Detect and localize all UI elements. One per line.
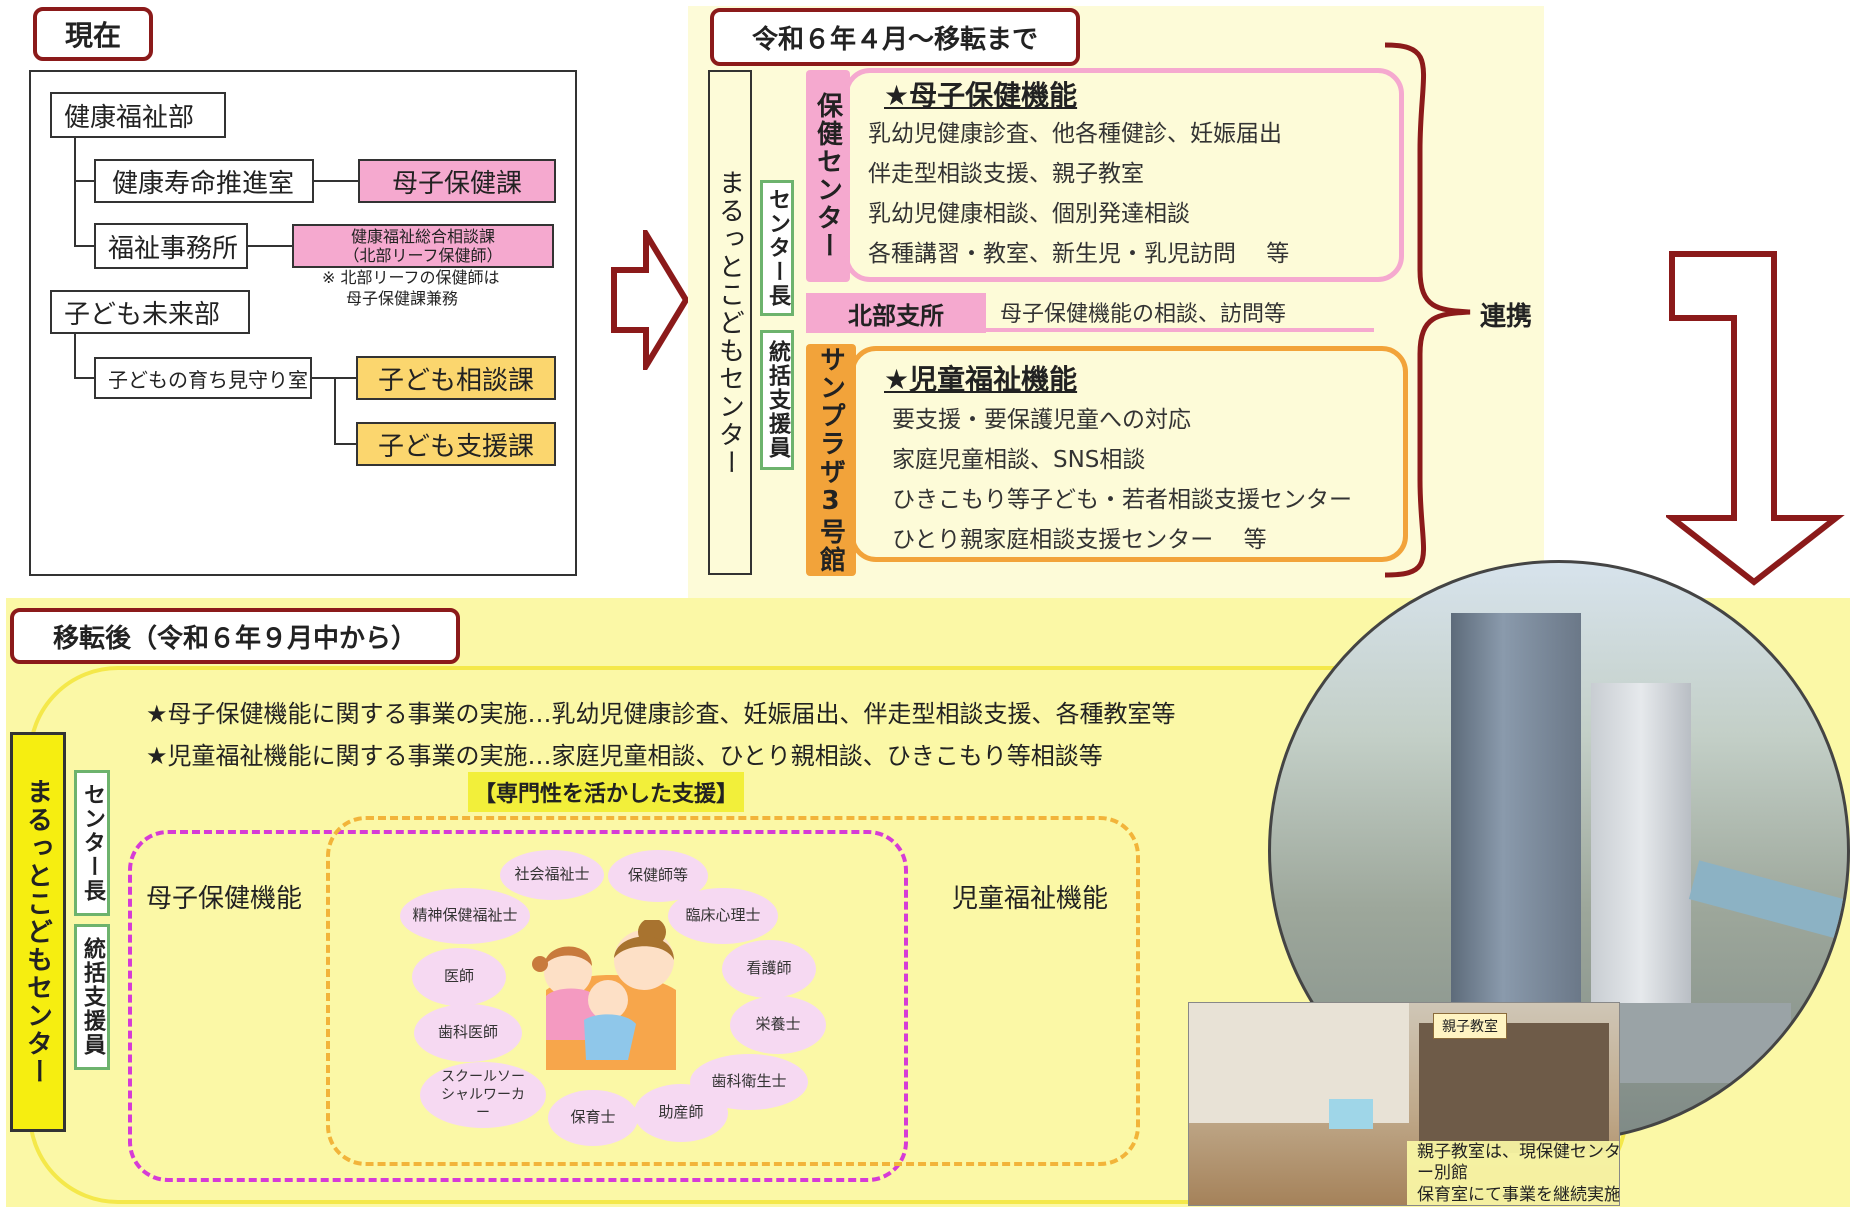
north-branch-desc: 母子保健機能の相談、訪問等 [1000,302,1287,327]
sunplaza-label: サンプラザ3号館 [806,344,856,576]
classroom-doorway [1419,1023,1609,1153]
interim-maternal-heading: ★母子保健機能 [884,79,1078,112]
note-line2: 母子保健課兼務 [346,288,459,308]
dept-health-welfare: 健康福祉部 [50,92,226,138]
cooperation-label: 連携 [1480,302,1533,332]
interim-director: センター長 [760,180,794,316]
connector [334,377,336,443]
child-item-4: ひとり親家庭相談支援センター 等 [892,527,1267,553]
dept-children-future: 子ども未来部 [50,290,250,334]
office-child-watch: 子どもの育ち見守り室 [94,357,312,399]
maternal-frame [844,68,1404,282]
after-director: センター長 [74,770,110,916]
after-line1: ★母子保健機能に関する事業の実施…乳幼児健康診査、妊娠届出、伴走型相談支援、各種… [146,700,1176,728]
office-welfare: 福祉事務所 [94,223,248,269]
connector [74,330,76,378]
connector [74,245,94,247]
after-coordinator: 統括支援員 [74,924,110,1070]
connector [74,377,94,379]
child-dashed-frame [326,816,1140,1166]
interim-center-name: まるっとこどもセンター [708,70,752,575]
profession-bubble: 保育士 [548,1090,638,1146]
interim-coordinator: 統括支援員 [760,330,794,470]
building-tower-second [1591,683,1691,1023]
room-sign: 親子教室 [1433,1013,1507,1039]
after-child-label: 児童福祉機能 [952,884,1109,914]
maternal-item-2: 伴走型相談支援、親子教室 [868,161,1144,187]
connector [334,443,356,445]
child-frame [850,346,1408,562]
profession-bubble: 歯科医師 [414,1004,522,1062]
profession-bubble: 助産師 [634,1084,728,1142]
div-general-consultation: 健康福祉総合相談課 （北部リーフ保健師） [292,224,554,268]
maternal-item-3: 乳幼児健康相談、個別発達相談 [868,201,1190,227]
current-note: ※ 北部リーフの保健師は 母子保健課兼務 [322,268,500,310]
classroom-photo: 親子教室 親子教室は、現保健センター別館 保育室にて事業を継続実施 [1188,1002,1620,1206]
after-line2: ★児童福祉機能に関する事業の実施…家庭児童相談、ひとり親相談、ひきこもり等相談等 [146,742,1103,770]
maternal-dashed-frame [128,830,908,1182]
down-arrow-icon [1666,251,1845,586]
maternal-item-4: 各種講習・教室、新生児・乳児訪問 等 [868,241,1290,267]
child-item-1: 要支援・要保護児童への対応 [892,407,1191,433]
brace-icon [1384,42,1471,578]
profession-bubble: 看護師 [722,940,816,998]
profession-bubble: スクールソーシャルワーカー [420,1062,546,1128]
classroom-wall [1189,1003,1409,1123]
caption-line2: 保育室にて事業を継続実施 [1417,1184,1620,1205]
after-maternal-label: 母子保健機能 [146,884,303,914]
profession-bubble: 臨床心理士 [668,888,778,944]
caption-line1: 親子教室は、現保健センター別館 [1417,1142,1620,1184]
play-mat [1329,1099,1373,1129]
note-line1: ※ 北部リーフの保健師は [322,268,500,287]
current-title: 現在 [33,7,153,61]
parent-child-illustration [532,920,676,1070]
north-branch-underline [986,328,1374,332]
interim-title: 令和６年４月～移転まで [710,8,1080,66]
photo-caption: 親子教室は、現保健センター別館 保育室にて事業を継続実施 [1407,1141,1620,1205]
div-child-consultation: 子ども相談課 [356,356,556,400]
connector [74,134,76,246]
profession-bubble: 医師 [412,948,506,1006]
connector [314,180,358,182]
right-arrow-icon [611,230,690,370]
maternal-item-1: 乳幼児健康診査、他各種健診、妊娠届出 [868,121,1282,147]
interim-child-heading: ★児童福祉機能 [884,363,1078,396]
health-center-label: 保健センター [806,70,850,282]
river [1688,860,1847,946]
child-item-2: 家庭児童相談、SNS相談 [892,447,1146,473]
office-healthy-life: 健康寿命推進室 [94,159,314,203]
child-item-3: ひきこもり等子ども・若者相談支援センター [892,487,1352,513]
div-maternal-health: 母子保健課 [358,159,556,203]
profession-bubble: 社会福祉士 [500,850,604,900]
after-center-name: まるっとこどもセンター [10,732,66,1132]
div-child-support: 子ども支援課 [356,422,556,466]
after-title: 移転後（令和６年９月中から） [10,608,460,664]
specialty-label: 【専門性を活かした支援】 [468,772,745,812]
profession-bubble: 精神保健福祉士 [400,888,530,944]
div2-line1: 健康福祉総合相談課 [350,226,495,246]
div2-line2: （北部リーフ保健師） [343,246,503,265]
north-branch-label: 北部支所 [806,293,986,333]
building-tower-main [1451,613,1581,1013]
connector [248,245,292,247]
connector [74,180,94,182]
profession-bubble: 栄養士 [730,996,826,1054]
